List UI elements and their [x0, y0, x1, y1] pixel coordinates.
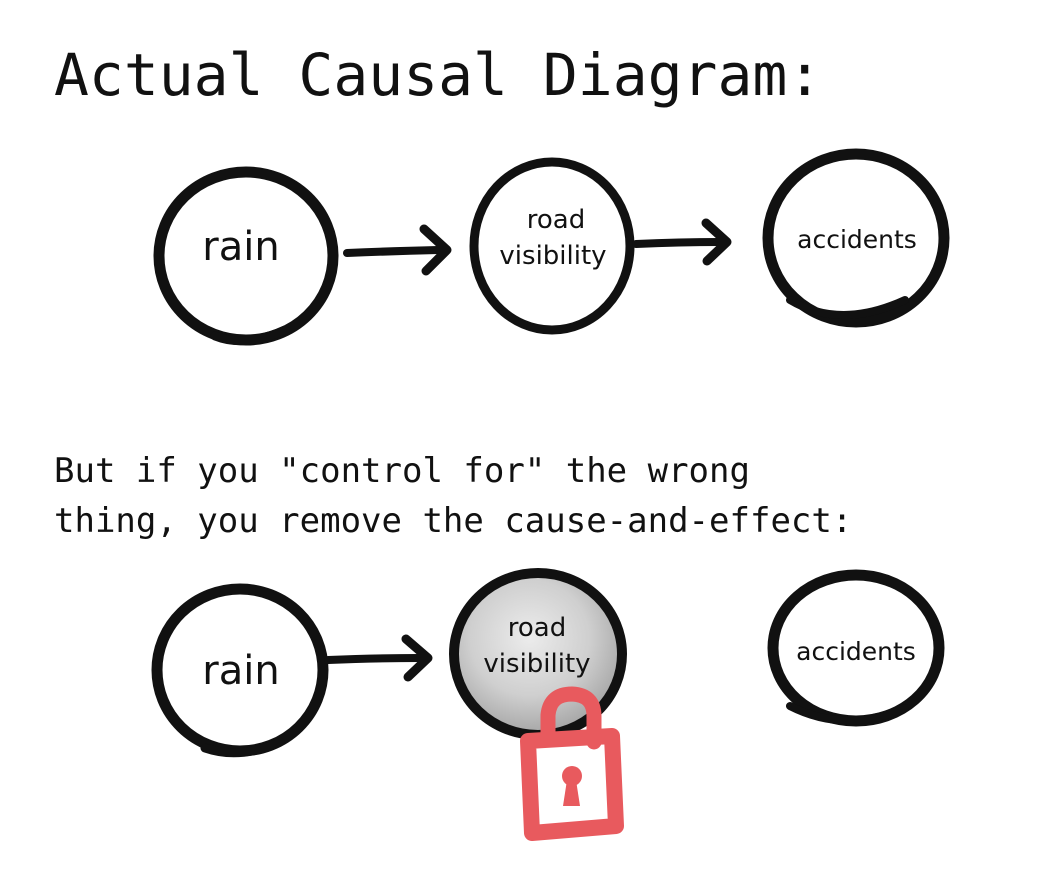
padlock-icon — [520, 686, 624, 841]
top-node-accidents-label: accidents — [797, 225, 917, 254]
arrowhead-icon — [419, 224, 452, 276]
top-edge-road-to-accidents — [632, 218, 732, 266]
arrowhead-icon — [701, 218, 732, 266]
bottom-node-road-label-line2: visibility — [483, 649, 590, 679]
bottom-node-rain-label: rain — [202, 648, 279, 694]
explanation-line-2: thing, you remove the cause-and-effect: — [54, 501, 853, 541]
top-edge-rain-to-road — [343, 224, 452, 276]
top-diagram: rain road visibility accidents — [153, 148, 950, 346]
explanation-line-1: But if you "control for" the wrong — [54, 451, 750, 491]
top-node-road-visibility: road visibility — [469, 157, 635, 335]
page-title: Actual Causal Diagram: — [54, 41, 823, 109]
bottom-diagram: rain road visibility accidents — [151, 568, 945, 841]
bottom-edge-rain-to-road — [324, 634, 433, 682]
top-node-road-label-line2: visibility — [499, 241, 606, 271]
bottom-node-road-label-line1: road — [508, 613, 566, 643]
top-node-road-label-line1: road — [527, 205, 585, 235]
arrowhead-icon — [401, 634, 433, 682]
bottom-node-accidents: accidents — [767, 569, 945, 727]
top-node-rain-label: rain — [202, 224, 279, 270]
explanation-text: But if you "control for" the wrong thing… — [54, 446, 852, 546]
bottom-node-rain: rain — [151, 583, 329, 758]
top-node-accidents: accidents — [762, 148, 950, 328]
bottom-node-accidents-label: accidents — [796, 637, 916, 666]
top-node-rain: rain — [153, 166, 339, 346]
